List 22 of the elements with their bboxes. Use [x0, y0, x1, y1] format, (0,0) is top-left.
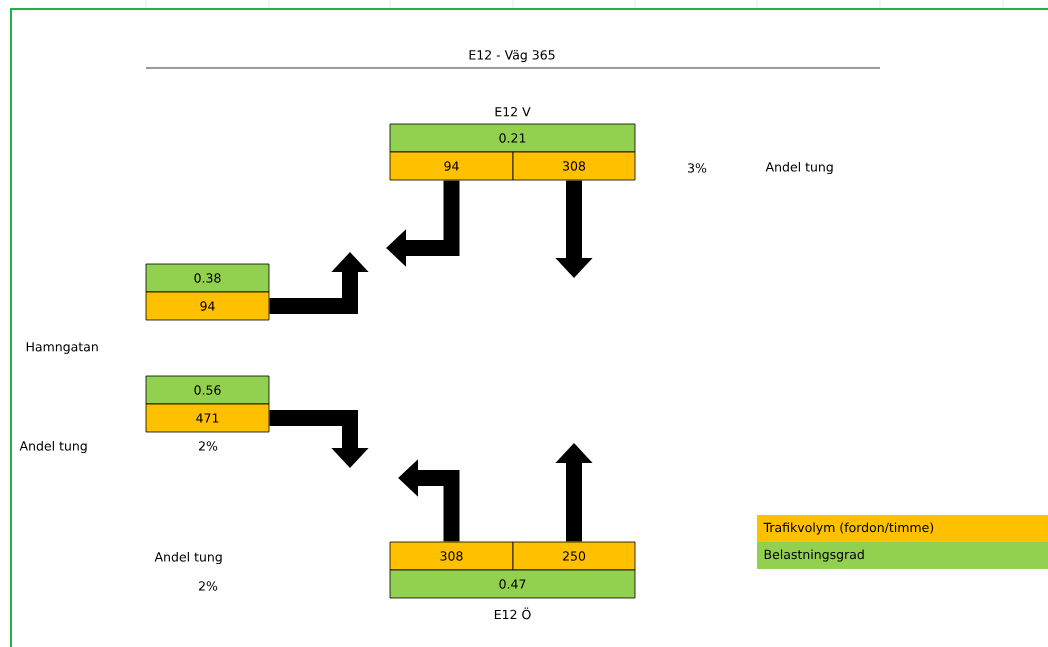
table-cell: 308: [512, 151, 636, 181]
label: Hamngatan: [26, 342, 98, 354]
table-cell: 94: [145, 291, 270, 321]
label: Andel tung: [19, 440, 87, 454]
table-cell: 0.56: [145, 375, 270, 405]
legend-text: Belastningsgrad: [764, 549, 864, 562]
table-cell: 0.38: [145, 263, 270, 293]
road-name: E12 V: [495, 106, 531, 117]
table-cell: 0.47: [389, 569, 636, 599]
table-cell: 471: [145, 403, 270, 433]
road-name: E12 Ö: [494, 607, 531, 620]
legend-text: Trafikvolym (fordon/timme): [763, 522, 934, 535]
label: 2%: [199, 581, 218, 591]
title: E12 - Väg 365: [469, 49, 555, 63]
table-cell: 308: [389, 541, 514, 571]
table-cell: 94: [389, 151, 514, 181]
label: Andel tung: [765, 161, 833, 175]
label: 2%: [199, 441, 218, 451]
table-cell: 0.21: [389, 123, 636, 153]
label: Andel tung: [154, 551, 222, 565]
table-cell: 250: [512, 541, 636, 571]
label: 3%: [688, 163, 707, 173]
